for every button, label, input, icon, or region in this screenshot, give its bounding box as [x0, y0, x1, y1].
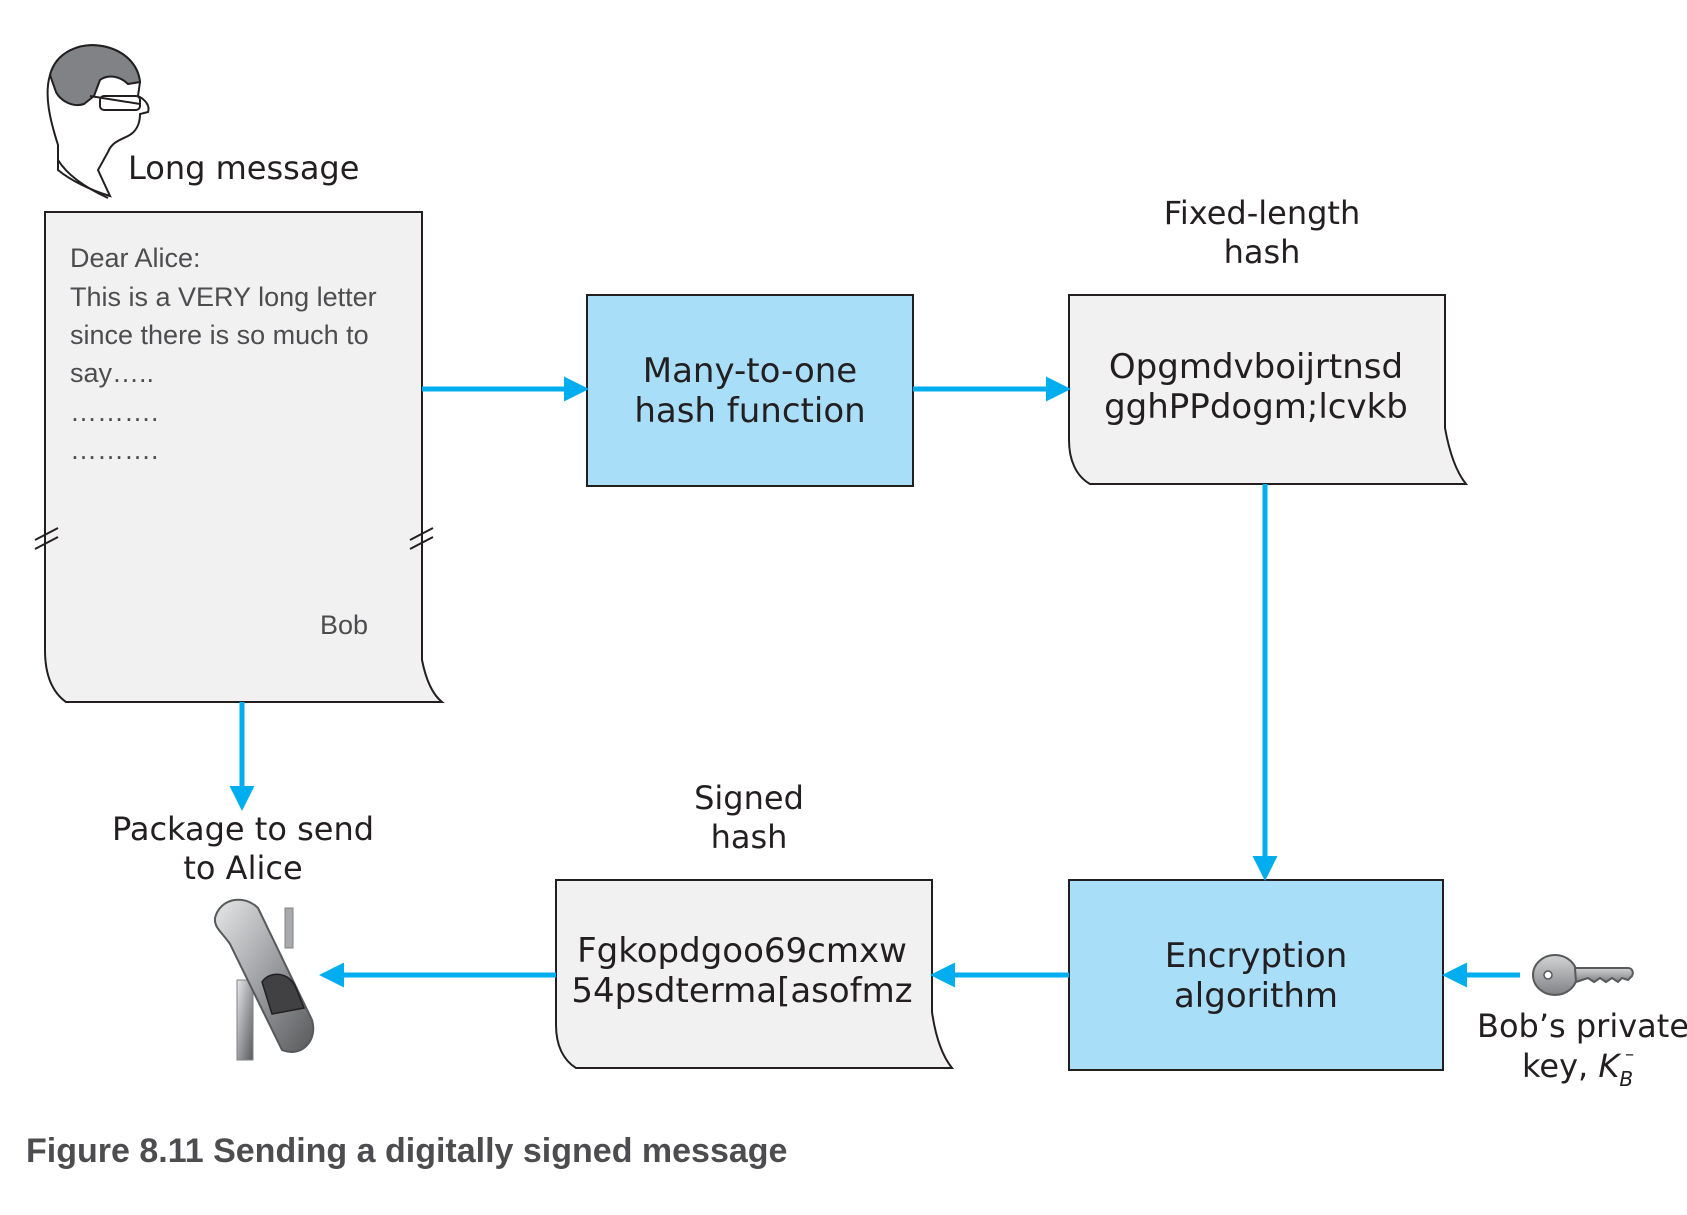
letter-line: ……….	[70, 435, 159, 465]
fixed-length-hash-document: Opgmdvboijrtnsd gghPPdogm;lcvkb	[1068, 294, 1469, 485]
signed-hash-label: hash	[711, 818, 788, 856]
package-label: Package to send	[112, 810, 374, 848]
long-message-document: Dear Alice: This is a VERY long letter s…	[34, 211, 445, 703]
signed-hash-document: Fgkopdgoo69cmxw 54psdterma[asofmz	[555, 879, 955, 1069]
private-key-label: key, KB–	[1522, 1044, 1634, 1091]
private-key-label: Bob’s private	[1477, 1007, 1687, 1045]
key-superscript: –	[1625, 1044, 1634, 1065]
package-label: to Alice	[183, 849, 302, 887]
signed-hash-value: Fgkopdgoo69cmxw	[577, 931, 907, 971]
key-subscript: B	[1619, 1067, 1633, 1091]
letter-line: ……….	[70, 397, 159, 427]
fixed-length-hash-value: gghPPdogm;lcvkb	[1104, 387, 1408, 427]
letter-line: since there is so much to	[70, 320, 369, 350]
letter-line: say…..	[70, 358, 154, 388]
letter-greeting: Dear Alice:	[70, 243, 201, 273]
letter-signature: Bob	[320, 610, 368, 640]
hash-function-label: hash function	[634, 391, 865, 431]
encryption-label: Encryption	[1165, 936, 1348, 976]
flow-arrows	[229, 376, 1520, 988]
fixed-length-hash-label: Fixed-length	[1164, 194, 1360, 232]
fixed-length-hash-label: hash	[1224, 233, 1301, 271]
figure-caption: Figure 8.11 Sending a digitally signed m…	[26, 1132, 787, 1170]
key-icon	[1532, 954, 1634, 996]
break-mark	[34, 527, 59, 550]
fixed-length-hash-value: Opgmdvboijrtnsd	[1109, 347, 1403, 387]
encryption-label: algorithm	[1174, 976, 1338, 1016]
signed-hash-value: 54psdterma[asofmz	[571, 971, 912, 1011]
hash-function-label: Many-to-one	[643, 351, 857, 391]
long-message-label: Long message	[128, 149, 359, 187]
break-mark	[409, 527, 434, 550]
private-key-label-line2: key,	[1522, 1047, 1598, 1085]
letter-line: This is a VERY long letter	[70, 282, 377, 312]
private-key-label-line1: Bob’s private	[1477, 1007, 1687, 1045]
hash-function-box: Many-to-one hash function	[586, 294, 914, 487]
person-icon	[46, 44, 150, 199]
encryption-algorithm-box: Encryption algorithm	[1068, 879, 1444, 1071]
mailbox-icon	[213, 898, 315, 1061]
signed-hash-label: Signed	[694, 779, 804, 817]
key-symbol: K	[1598, 1047, 1622, 1085]
